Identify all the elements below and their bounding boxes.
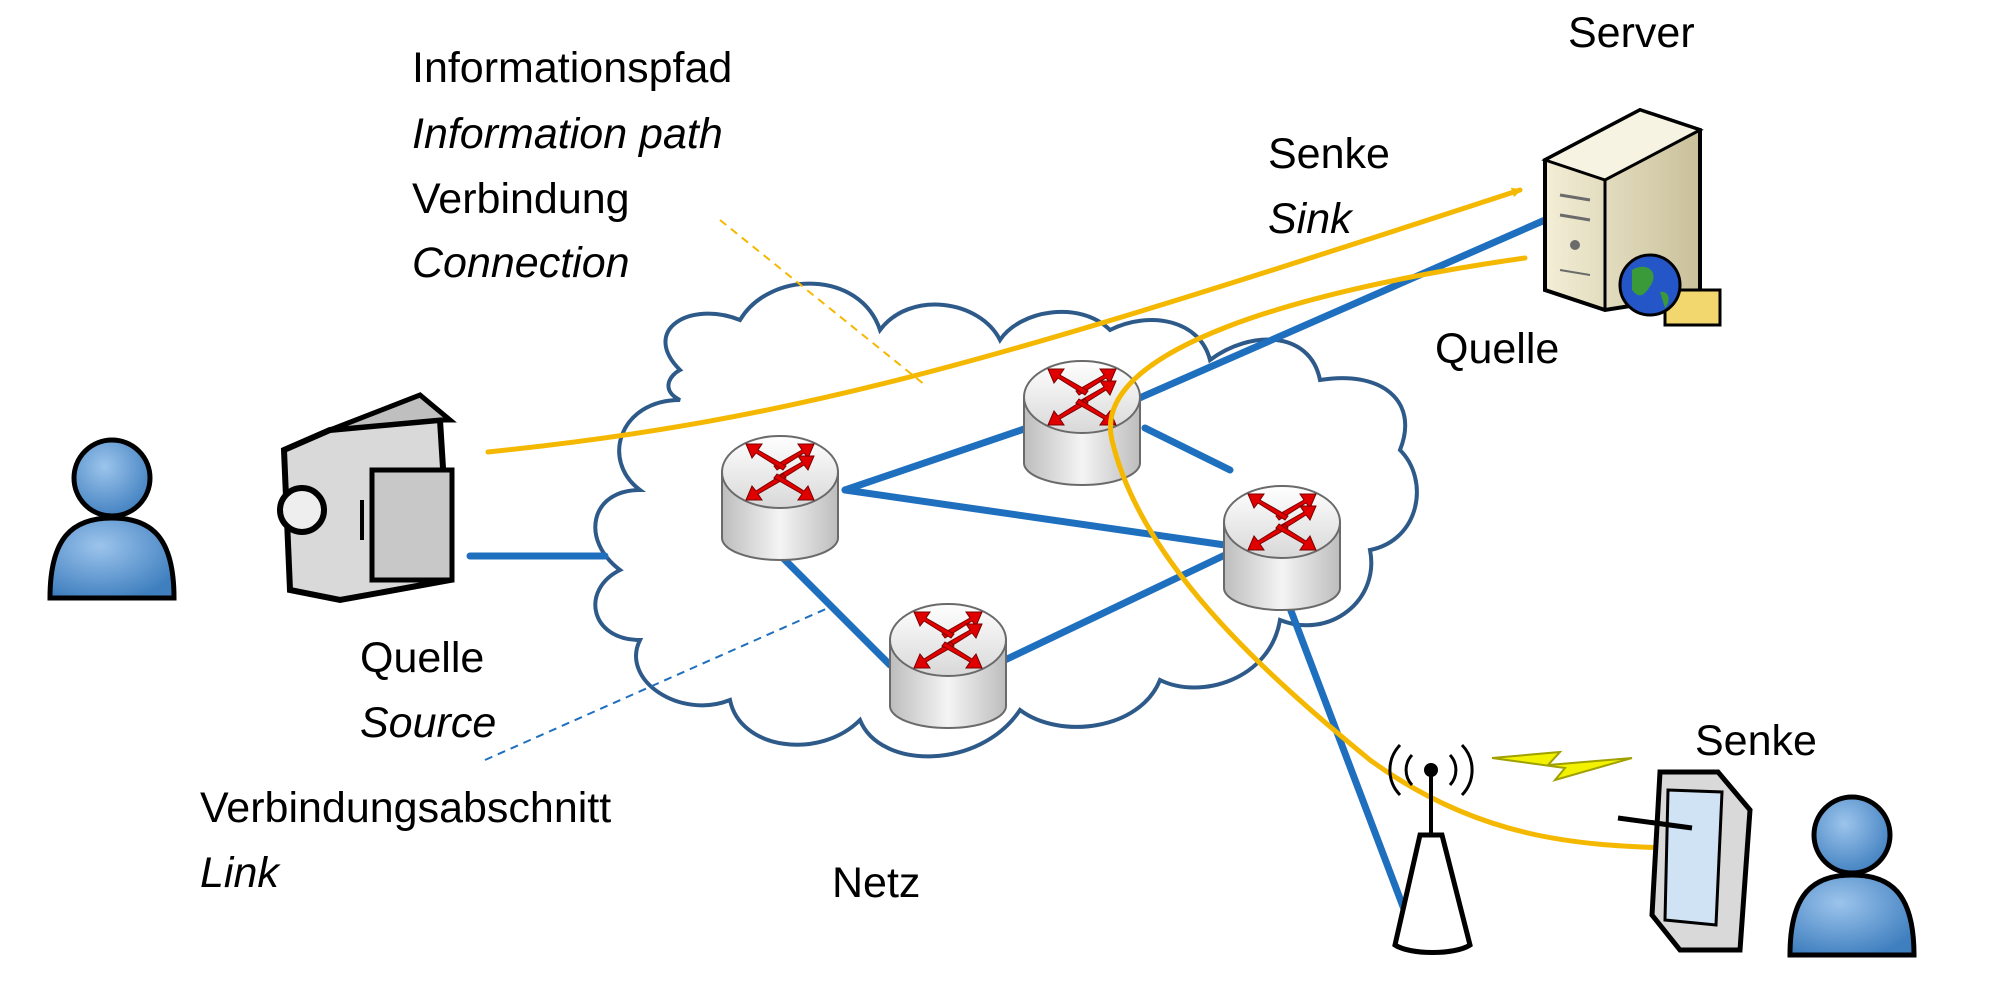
label-source-camera-en: Source — [360, 699, 496, 747]
label-sink-top-de: Senke — [1268, 130, 1390, 178]
router-icon — [1023, 360, 1141, 486]
link-r1-r2 — [841, 423, 1034, 494]
label-info-path-de: Informationspfad — [412, 44, 732, 92]
router-icon — [721, 435, 839, 561]
path-camera-server — [485, 187, 1523, 455]
antenna-icon — [1388, 743, 1474, 955]
label-sink-tablet: Senke — [1695, 717, 1817, 765]
label-source-server: Quelle — [1435, 325, 1559, 373]
info-path-leader — [719, 219, 926, 386]
link-r3-r4 — [1001, 551, 1229, 664]
label-network: Netz — [832, 859, 920, 907]
globe-icon — [1618, 253, 1722, 327]
link-r2-server — [1131, 216, 1549, 404]
link-r1-r3 — [776, 551, 894, 669]
link-r4-antenna — [1281, 591, 1414, 929]
label-server: Server — [1568, 9, 1695, 57]
tablet-icon — [1617, 769, 1753, 953]
links — [466, 216, 1549, 929]
path-server-tablet — [1107, 255, 1671, 853]
router-icon — [1223, 485, 1341, 611]
label-link-de: Verbindungsabschnitt — [200, 784, 611, 832]
label-connection-de: Verbindung — [412, 175, 630, 223]
router-icon — [889, 603, 1007, 729]
user-icon — [50, 440, 174, 598]
information-paths — [485, 187, 1671, 853]
user-icon — [1790, 797, 1914, 955]
label-link-en: Link — [200, 849, 281, 897]
camera-icon — [277, 392, 457, 604]
link-r1-r4 — [841, 486, 1229, 549]
label-source-camera-de: Quelle — [360, 634, 484, 682]
label-connection-en: Connection — [412, 239, 630, 287]
label-info-path-en: Information path — [412, 110, 723, 158]
link-r2-r4 — [1141, 424, 1234, 474]
label-sink-top-en: Sink — [1268, 195, 1354, 243]
lightning-icon — [1491, 750, 1633, 782]
link-leader — [484, 607, 829, 761]
